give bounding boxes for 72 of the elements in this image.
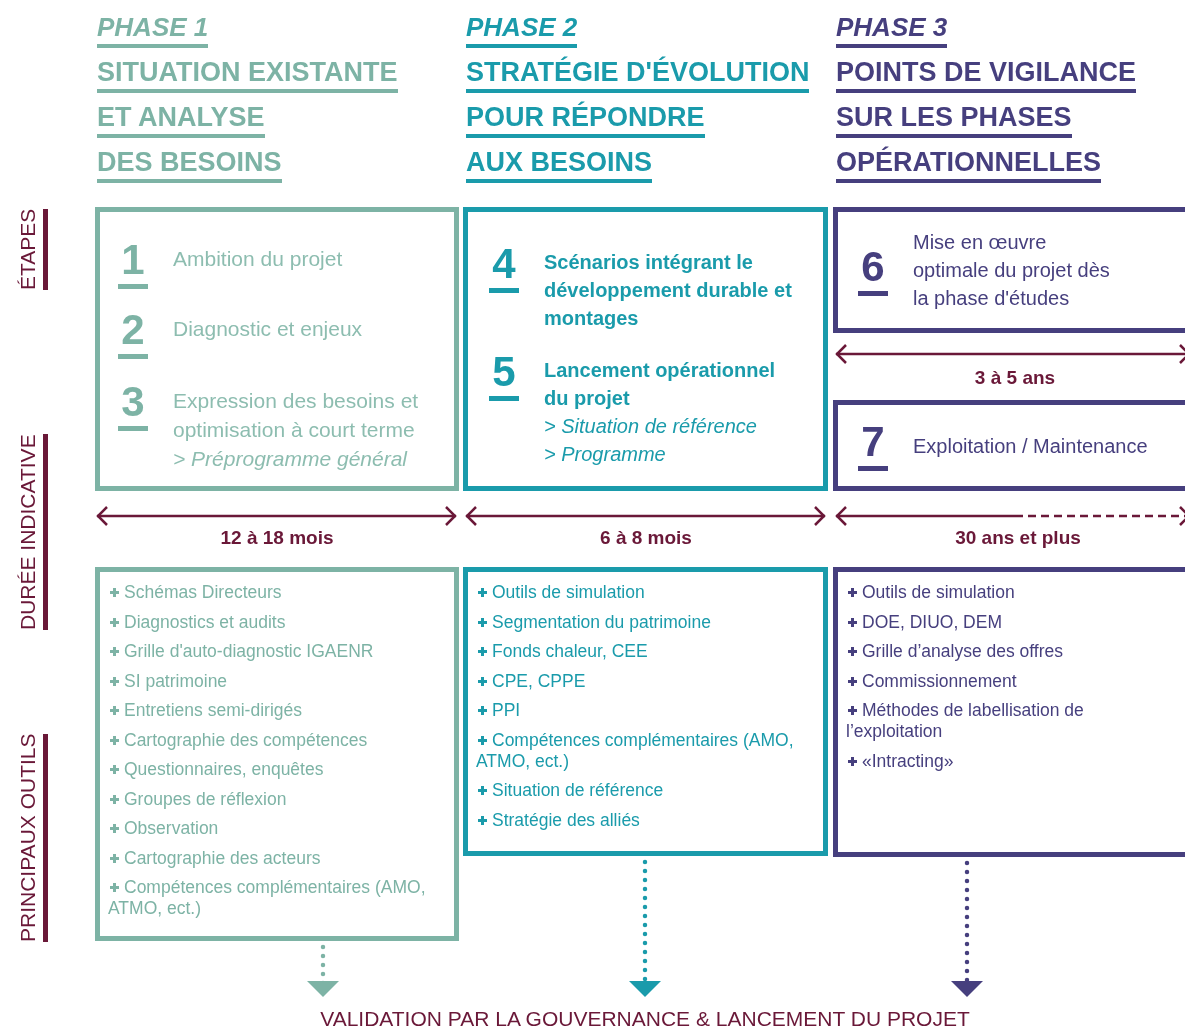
step-text: Ambition du projet <box>173 246 344 272</box>
tool-item: Segmentation du patrimoine <box>476 611 815 633</box>
duration-label: 3 à 5 ans <box>974 366 1056 390</box>
tool-item: DOE, DIUO, DEM <box>846 611 1086 633</box>
step-text: Lancement opérationnel du projet <box>544 358 777 411</box>
phase-heading: POUR RÉPONDRE <box>466 102 705 138</box>
tool-item: Groupes de réflexion <box>108 788 446 810</box>
row-heading: ÉTAPES <box>16 208 48 290</box>
step-number: 5 <box>489 350 519 401</box>
step-box <box>833 400 1185 491</box>
tool-item: Grille d'auto-diagnostic IGAENR <box>108 641 446 662</box>
duration-label: 30 ans et plus <box>955 526 1081 550</box>
tool-item: «Intracting» <box>846 750 1086 772</box>
step-number: 4 <box>489 242 519 293</box>
step-number: 7 <box>858 420 888 471</box>
deliverable-text: > Situation de référence <box>544 414 758 439</box>
tools-panel <box>833 567 1185 857</box>
phase-heading: PHASE 3 <box>836 12 948 48</box>
tool-item: Situation de référence <box>476 780 815 801</box>
tool-item: Observation <box>108 818 446 839</box>
dotted-arrow <box>307 944 339 1000</box>
step-text: Scénarios intégrant le développement durable et montages <box>544 250 793 331</box>
tool-item: Outils de simulation <box>476 582 815 603</box>
phase-heading: PHASE 1 <box>97 12 209 48</box>
phase-heading: OPÉRATIONNELLES <box>836 147 1102 183</box>
tool-item: Grille d’analyse des offres <box>846 641 1086 662</box>
tool-item: Commissionnement <box>846 670 1086 692</box>
row-heading: DURÉE INDICATIVE <box>16 434 48 630</box>
tool-item: Méthodes de labellisation de l’exploitation <box>846 700 1086 742</box>
tool-item: Cartographie des acteurs <box>108 847 446 869</box>
phase-heading: DES BESOINS <box>97 147 282 183</box>
phase-frame <box>463 207 828 491</box>
deliverable-text: > Préprogramme général <box>173 446 409 472</box>
tool-item: Entretiens semi-dirigés <box>108 700 446 721</box>
phase-heading: SUR LES PHASES <box>836 102 1072 138</box>
row-heading: PRINCIPAUX OUTILS <box>16 733 48 942</box>
step-number: 3 <box>118 380 148 431</box>
phase-heading: AUX BESOINS <box>466 147 653 183</box>
phase-heading: STRATÉGIE D'ÉVOLUTION <box>466 57 810 93</box>
phase-frame <box>95 207 459 491</box>
deliverable-text: > Programme <box>544 442 667 467</box>
tool-item: Diagnostics et audits <box>108 611 446 633</box>
phase-heading: ET ANALYSE <box>97 102 265 138</box>
step-number: 6 <box>858 244 888 296</box>
dotted-arrow <box>951 860 983 1000</box>
step-text: Exploitation / Maintenance <box>913 433 1149 459</box>
phase-heading: POINTS DE VIGILANCE <box>836 57 1137 93</box>
dotted-arrow <box>629 859 661 1000</box>
step-text: Mise en œuvre optimale du projet dès la phase d'études <box>913 230 1111 311</box>
step-box <box>833 207 1185 333</box>
tool-item: Fonds chaleur, CEE <box>476 641 815 662</box>
tool-item: PPI <box>476 700 815 721</box>
tool-item: Outils de simulation <box>846 582 1086 603</box>
phase-heading: PHASE 2 <box>466 12 578 48</box>
tool-item: CPE, CPPE <box>476 670 815 692</box>
phase-heading: SITUATION EXISTANTE <box>97 57 398 93</box>
tool-item: Compétences complémentaires (AMO, ATMO, ect.) <box>108 877 446 919</box>
duration-label: 12 à 18 mois <box>220 526 334 550</box>
step-number: 2 <box>118 308 148 359</box>
step-text: Expression des besoins et optimisation à court terme <box>173 388 420 443</box>
validation-text: VALIDATION PAR LA GOUVERNANCE & LANCEMENT DU PROJET <box>300 1005 990 1033</box>
tool-item: Compétences complémentaires (AMO, ATMO, ect.) <box>476 729 815 772</box>
tool-item: Cartographie des compétences <box>108 729 446 751</box>
tool-item: SI patrimoine <box>108 670 446 692</box>
tool-item: Questionnaires, enquêtes <box>108 759 446 780</box>
duration-label: 6 à 8 mois <box>600 526 692 550</box>
step-number: 1 <box>118 238 148 289</box>
tool-item: Stratégie des alliés <box>476 809 815 831</box>
tools-panel <box>95 567 459 941</box>
step-text: Diagnostic et enjeux <box>173 316 364 342</box>
tools-panel <box>463 567 828 856</box>
tool-item: Schémas Directeurs <box>108 582 446 603</box>
